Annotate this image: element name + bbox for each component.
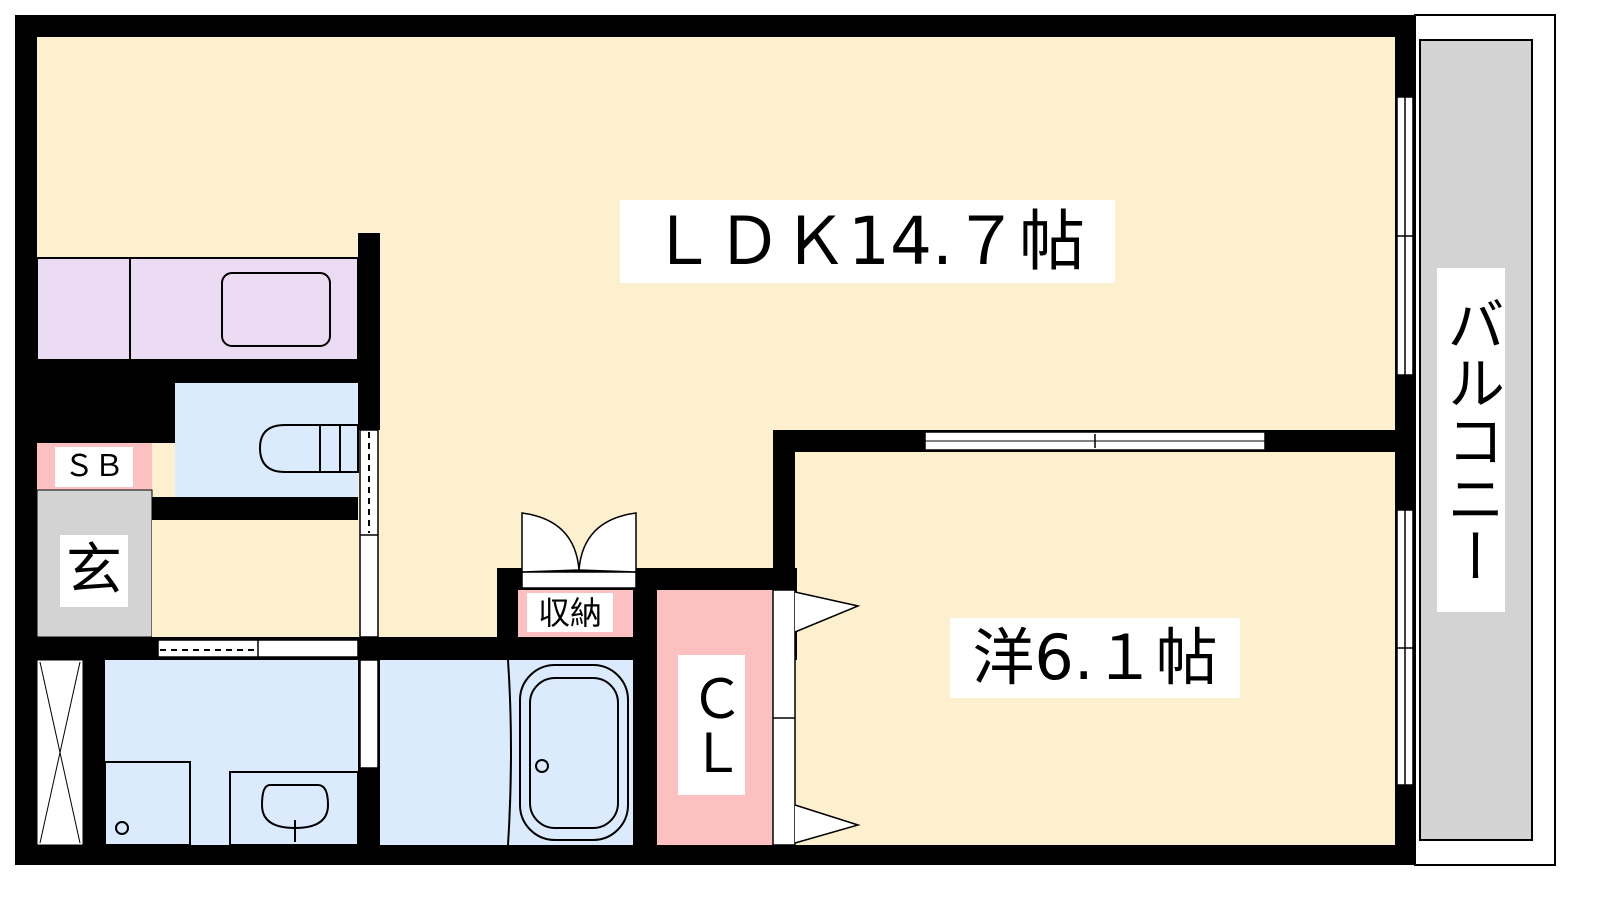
bathtub-icon [507,659,629,846]
balcony [1414,14,1556,866]
closet-doors[interactable] [772,589,861,846]
washing-machine-icon [104,761,191,846]
closet-label: ＣＬ [678,655,745,795]
storage-doors[interactable] [521,512,637,589]
toilet-room [175,383,358,497]
bathroom-floor [380,660,633,845]
washroom-sliding-door[interactable] [157,639,359,658]
washroom-floor [105,660,358,845]
western-room-label: 洋6.１帖 [950,618,1240,698]
toilet-icon [258,424,359,473]
hallway-floor [152,520,358,637]
linen-closet [36,659,84,846]
kitchen-counter [36,257,359,361]
western-room-sliding-door[interactable] [924,431,1266,451]
entrance-label: 玄 [60,535,128,607]
balcony-label: バルコニー [1437,268,1505,612]
shoe-box-label: ＳＢ [55,447,133,487]
storage-label: 収納 [527,593,613,632]
sink-icon [221,272,331,347]
balcony-window-lower[interactable] [1396,509,1414,786]
toilet-sliding-door[interactable] [359,429,379,638]
ldk-label: ＬＤＫ14.７帖 [620,200,1115,283]
balcony-window-upper[interactable] [1396,96,1414,376]
